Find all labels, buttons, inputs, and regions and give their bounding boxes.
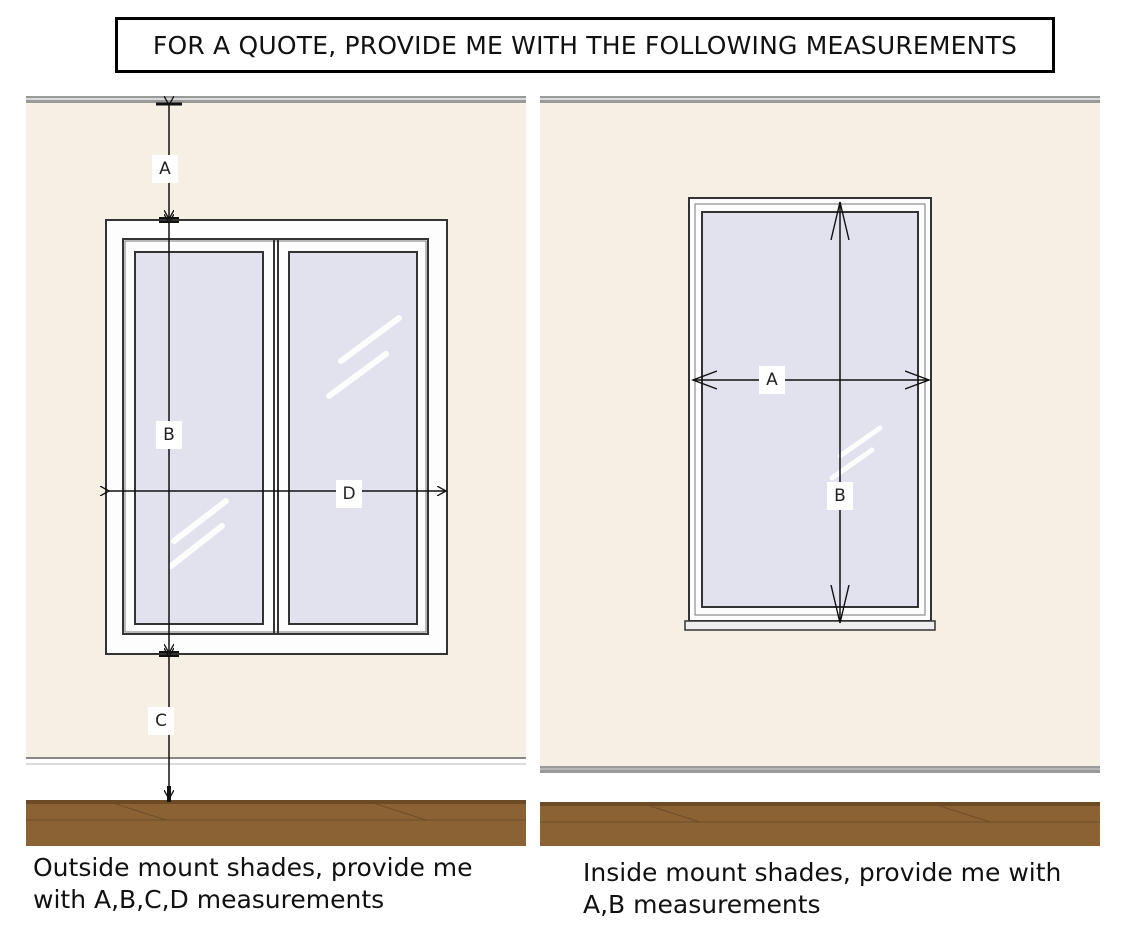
outside-mount-svg [26, 96, 526, 846]
glass-pane [701, 211, 919, 608]
inside-mount-caption: Inside mount shades, provide me with A,B… [583, 858, 1062, 919]
baseboard [26, 758, 526, 800]
label-a: A [759, 366, 785, 394]
outside-mount-caption: Outside mount shades, provide me with A,… [33, 853, 473, 914]
label-b: B [156, 421, 182, 449]
label-b: B [827, 482, 853, 510]
label-c: C [148, 707, 174, 735]
left-glass-pane [134, 251, 264, 625]
floor [26, 800, 526, 846]
label-d: D [336, 480, 362, 508]
title-text: FOR A QUOTE, PROVIDE ME WITH THE FOLLOWI… [152, 30, 1018, 60]
window-sill [684, 620, 936, 631]
right-glass-pane [288, 251, 418, 625]
label-a: A [152, 155, 178, 183]
inside-mount-svg [540, 96, 1100, 846]
title-box: FOR A QUOTE, PROVIDE ME WITH THE FOLLOWI… [115, 17, 1055, 73]
outside-mount-diagram: A B C D [26, 96, 526, 846]
inside-mount-diagram: A B [540, 96, 1100, 846]
floor [540, 802, 1100, 846]
